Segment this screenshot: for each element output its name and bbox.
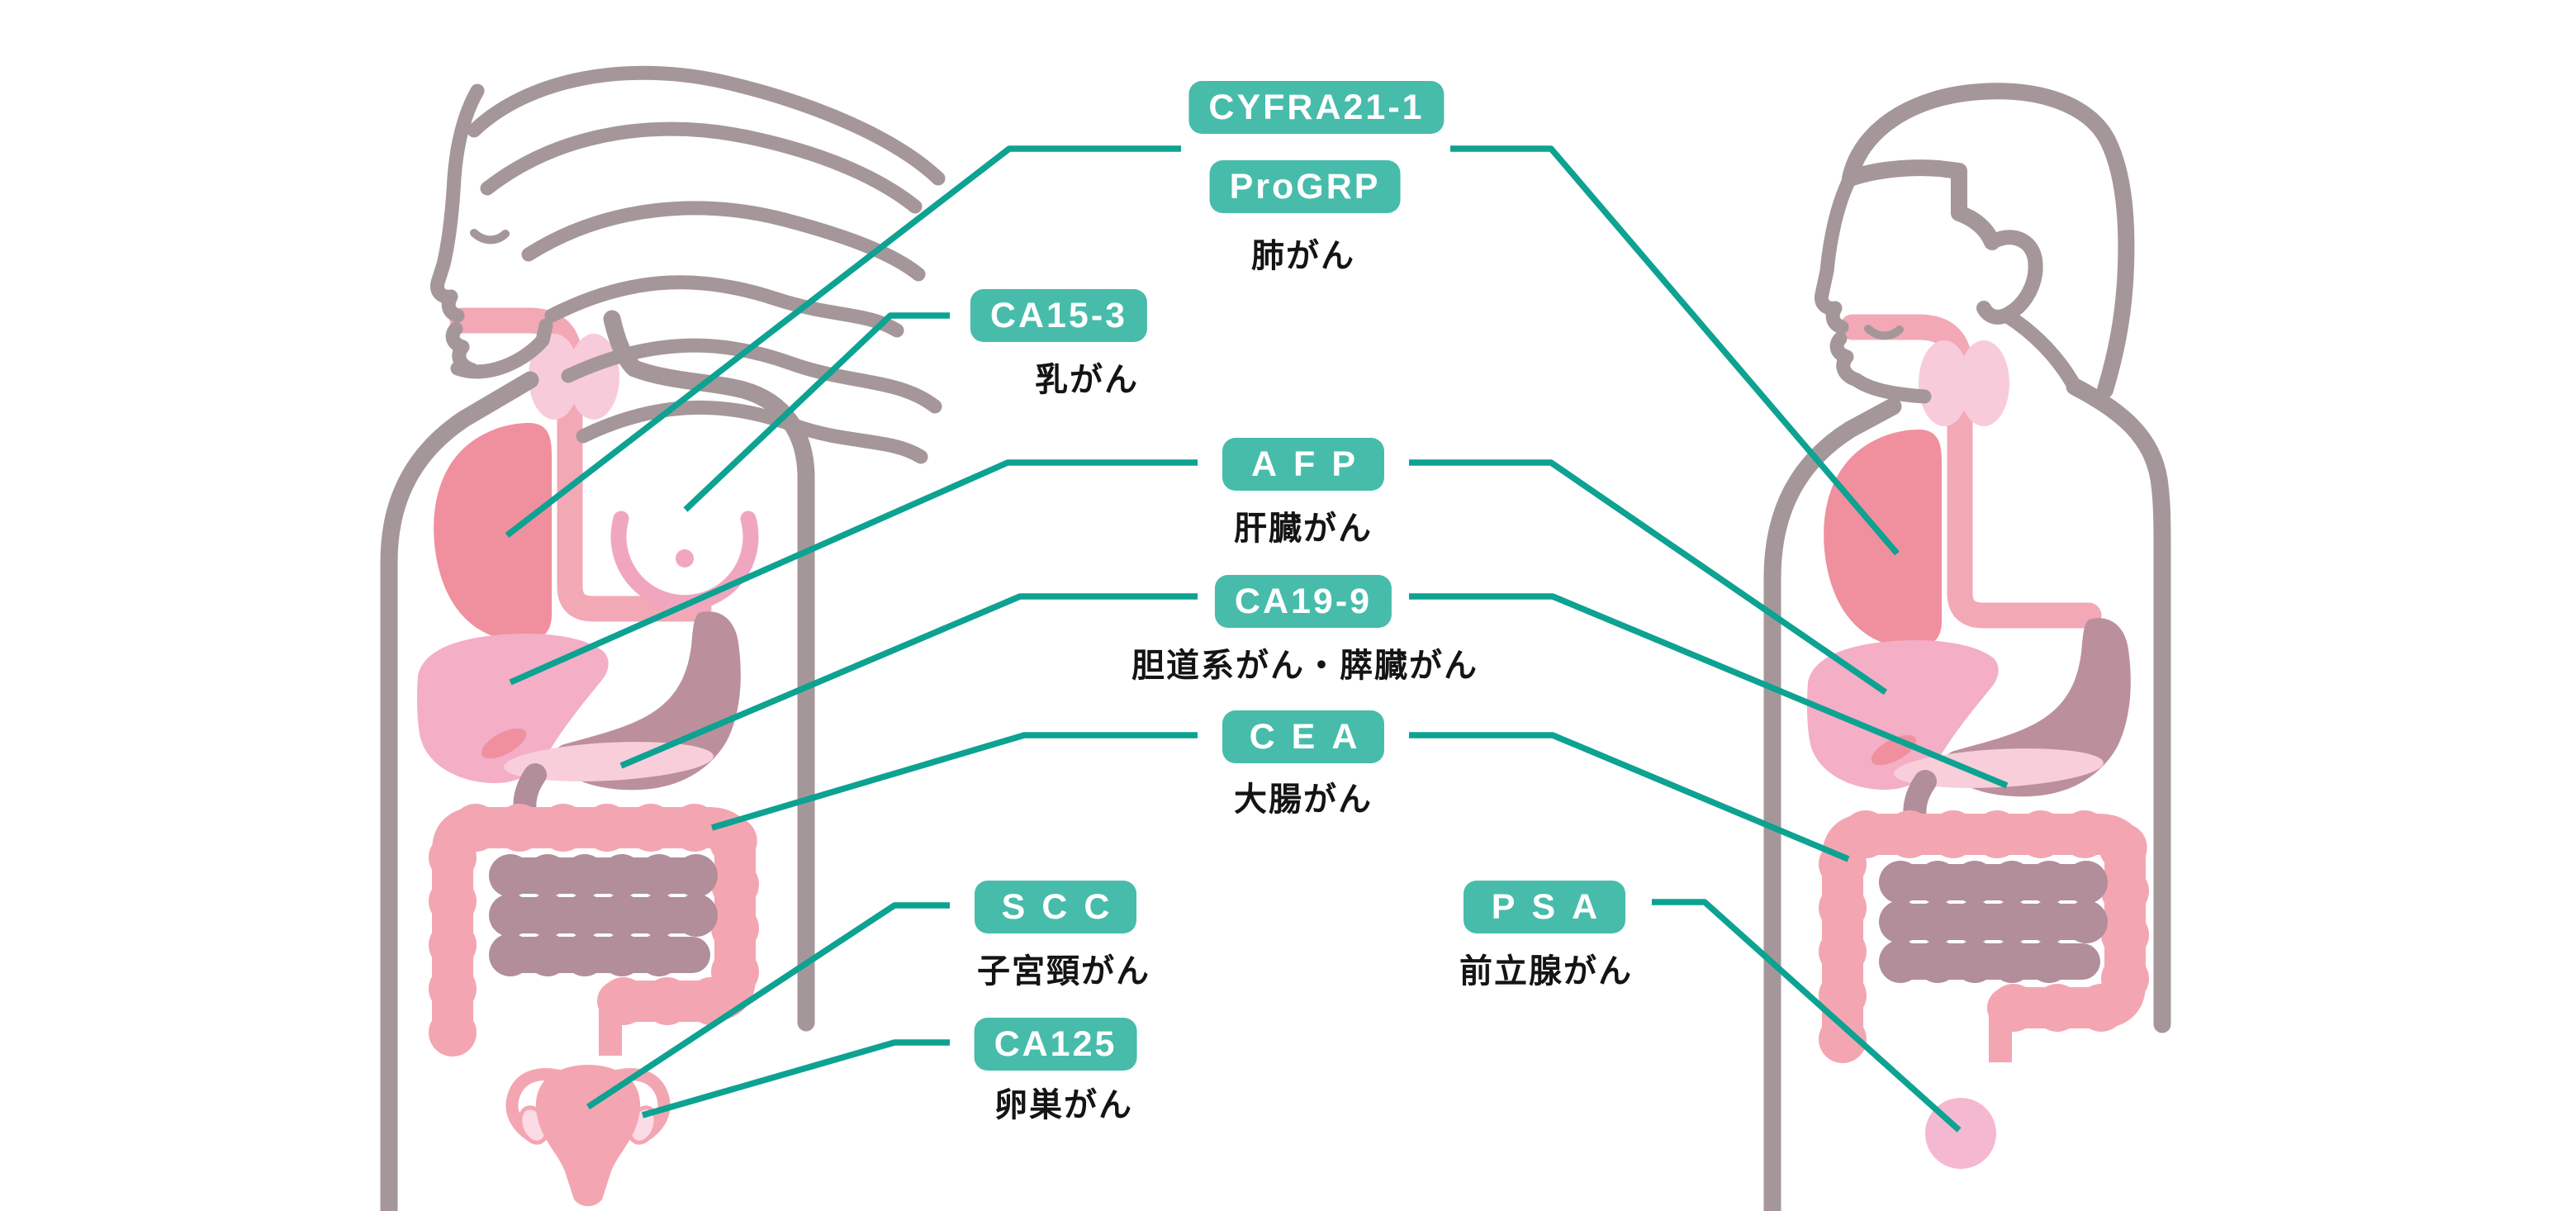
caption-breast-cancer: 乳がん [1035, 362, 1139, 398]
torso-left [380, 371, 539, 1211]
neck-back [2000, 308, 2082, 394]
badge-cyfra21-1: CYFRA21-1 [1188, 81, 1445, 134]
hair-strands [467, 65, 946, 464]
badge-psa: PSA [1464, 881, 1625, 933]
connector-scc-to-cervix [586, 902, 950, 1110]
connector-ca125-to-ovary [641, 1039, 950, 1118]
badge-ca19-9: CA19-9 [1214, 575, 1392, 628]
uterus [535, 1065, 641, 1207]
connector-lines [505, 145, 2009, 1133]
female-outline [380, 65, 946, 1211]
caption-lung-cancer: 肺がん [1251, 238, 1355, 274]
torso-right-arm [2066, 378, 2171, 1033]
connector-afp-to-male-liver [1409, 459, 1888, 696]
nipple-icon [676, 549, 694, 568]
connector-cyfra-to-female-lung [505, 145, 1181, 538]
connector-cyfra-to-male-lung [1450, 145, 1900, 556]
chin-jaw [1829, 331, 1932, 404]
connector-afp-to-female-liver [509, 459, 1198, 686]
face-profile [429, 83, 485, 323]
badge-scc: SCC [975, 881, 1136, 933]
caption-cervical-cancer: 子宮頸がん [977, 953, 1150, 990]
closed-eye-icon [1864, 325, 1904, 340]
caption-biliary-pancreas-cancer: 胆道系がん・膵臓がん [1131, 648, 1478, 684]
connector-ca153-to-breast [683, 312, 950, 512]
uterus-ovaries [505, 1065, 671, 1207]
connector-ca199-to-male-pancreas [1409, 593, 2009, 789]
closed-eye-icon [470, 229, 510, 245]
chin-jaw [445, 318, 553, 379]
badge-cea: CEA [1222, 710, 1384, 763]
hair-outline [1842, 83, 2135, 398]
caption-colon-cancer: 大腸がん [1234, 781, 1373, 818]
ear-icon [1976, 230, 2043, 325]
badge-ca125: CA125 [974, 1018, 1137, 1071]
badge-ca15-3: CA15-3 [970, 289, 1148, 342]
connector-cea-to-female-colon [710, 732, 1198, 831]
face-profile [1814, 171, 1857, 335]
male-figure [1763, 83, 2171, 1211]
badge-progrp: ProGRP [1209, 160, 1401, 213]
hairline [1842, 159, 2000, 250]
male-outline [1763, 83, 2171, 1211]
connector-ca199-to-female-pancreas [619, 593, 1198, 769]
connector-psa-to-prostate [1652, 899, 1962, 1133]
caption-liver-cancer: 肝臓がん [1234, 511, 1373, 547]
caption-ovarian-cancer: 卵巣がん [994, 1087, 1133, 1123]
female-figure [380, 65, 946, 1211]
torso-left [1763, 397, 1902, 1211]
caption-prostate-cancer: 前立腺がん [1459, 953, 1633, 990]
badge-afp: AFP [1222, 438, 1384, 491]
connector-cea-to-male-colon [1409, 732, 1850, 862]
